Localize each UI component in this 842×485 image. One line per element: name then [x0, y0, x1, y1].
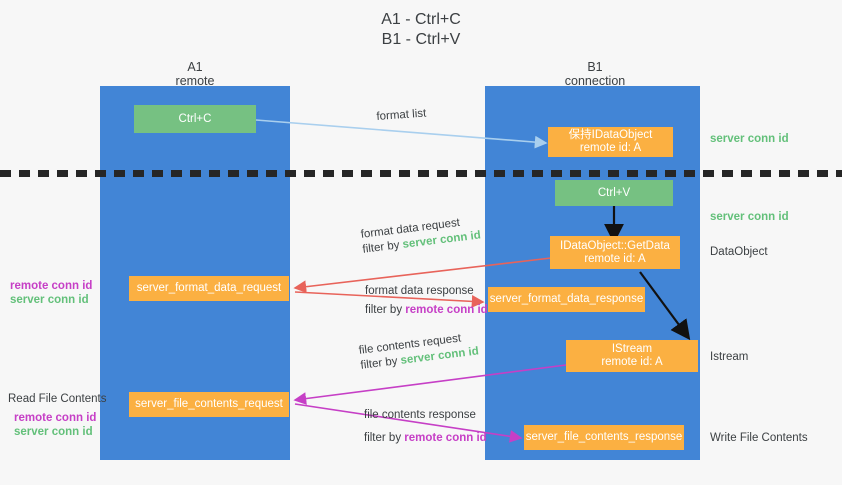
box-ctrl-c-label: Ctrl+C — [178, 112, 212, 125]
right-label-istream: Istream — [710, 351, 749, 363]
box-server-file-contents-response-label: server_file_contents_response — [525, 431, 683, 443]
label-format-data-request: format data request filter by server con… — [360, 214, 482, 258]
box-server-format-data-response-label: server_format_data_response — [489, 293, 644, 305]
filter-prefix: filter by — [365, 304, 406, 316]
box-server-file-contents-request-label: server_file_contents_request — [135, 398, 283, 410]
left-label-server-conn-id-1: server conn id — [10, 294, 89, 306]
column-header-right: B1 connection — [530, 60, 660, 88]
box-getdata-line2: remote id: A — [584, 252, 646, 265]
box-keep-idataobject[interactable]: 保持IDataObject remote id: A — [548, 127, 673, 157]
filter-prefix: filter by — [364, 432, 405, 444]
label-format-data-response: format data response filter by remote co… — [365, 284, 488, 318]
left-label-remote-conn-id-2: remote conn id — [14, 412, 97, 424]
column-header-left: A1 remote — [130, 60, 260, 88]
box-idataobject-getdata[interactable]: IDataObject::GetData remote id: A — [550, 236, 680, 269]
left-label-server-conn-id-2: server conn id — [14, 426, 93, 438]
label-file-contents-request: file contents request filter by server c… — [358, 330, 480, 374]
box-server-format-data-response[interactable]: server_format_data_response — [488, 287, 645, 312]
box-ctrl-c[interactable]: Ctrl+C — [134, 105, 256, 133]
title-line-1: A1 - Ctrl+C — [381, 11, 461, 28]
filter-prefix: filter by — [361, 238, 404, 256]
left-label-read-file-contents: Read File Contents — [8, 393, 107, 405]
label-format-list: format list — [376, 107, 427, 125]
box-istream-line2: remote id: A — [601, 356, 663, 368]
column-right-role: connection — [564, 74, 626, 88]
box-server-file-contents-request[interactable]: server_file_contents_request — [129, 392, 289, 417]
right-label-server-conn-id-mid: server conn id — [710, 211, 789, 223]
box-ctrl-v-label: Ctrl+V — [597, 186, 631, 199]
right-label-server-conn-id-top: server conn id — [710, 133, 789, 145]
box-keep-idataobject-line1: 保持IDataObject — [568, 129, 653, 141]
title-line-2: B1 - Ctrl+V — [381, 31, 461, 48]
right-label-dataobject: DataObject — [710, 246, 768, 258]
right-label-write-file-contents: Write File Contents — [710, 432, 808, 444]
box-istream-line1: IStream — [611, 343, 653, 355]
diagram-title: A1 - Ctrl+C B1 - Ctrl+V — [0, 10, 842, 50]
label-file-contents-response-filter: filter by remote conn id — [364, 431, 487, 446]
filter-key-remote-conn-id: remote conn id — [405, 304, 488, 316]
box-istream[interactable]: IStream remote id: A — [566, 340, 698, 372]
label-file-contents-response-text: file contents response — [364, 409, 476, 421]
column-right-name: B1 — [587, 60, 603, 74]
box-server-format-data-request[interactable]: server_format_data_request — [129, 276, 289, 301]
box-ctrl-v[interactable]: Ctrl+V — [555, 180, 673, 206]
label-format-data-response-text: format data response — [365, 285, 474, 297]
column-left-name: A1 — [187, 60, 203, 74]
phase-separator — [0, 170, 842, 177]
box-server-file-contents-response[interactable]: server_file_contents_response — [524, 425, 684, 450]
box-getdata-line1: IDataObject::GetData — [560, 239, 670, 252]
column-left-role: remote — [175, 74, 215, 88]
left-label-remote-conn-id-1: remote conn id — [10, 280, 93, 292]
filter-key-remote-conn-id: remote conn id — [404, 432, 487, 444]
box-server-format-data-request-label: server_format_data_request — [136, 282, 282, 294]
filter-prefix: filter by — [359, 354, 402, 372]
label-format-data-response-filter: filter by remote conn id — [365, 303, 488, 318]
box-keep-idataobject-line2: remote id: A — [579, 142, 642, 154]
label-file-contents-response: file contents response filter by remote … — [364, 408, 487, 446]
label-format-list-text: format list — [376, 107, 427, 123]
